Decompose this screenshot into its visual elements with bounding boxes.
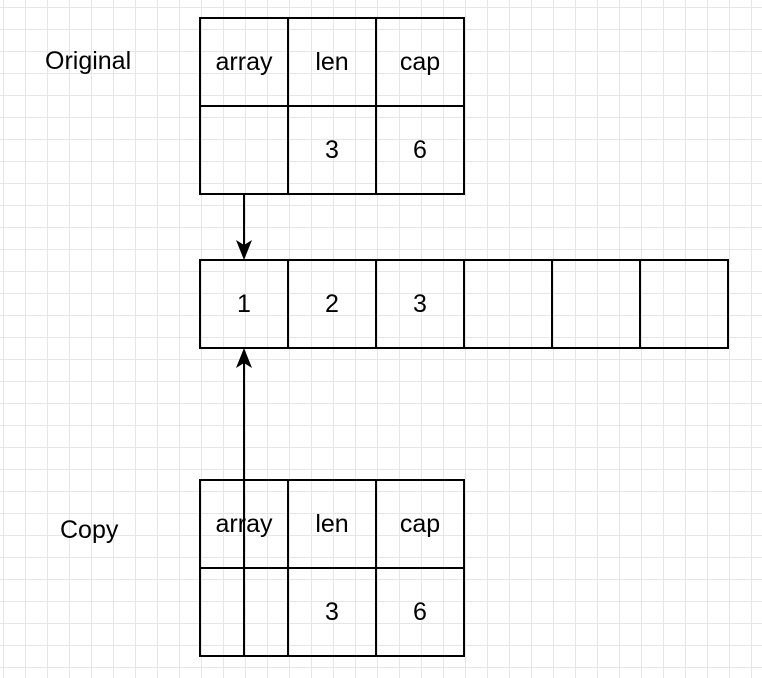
backing-array-element-4	[551, 259, 641, 349]
copy-cap-value-cell: 6	[375, 567, 465, 657]
original-array-pointer-cell	[199, 105, 289, 195]
original-len-value-cell: 3	[287, 105, 377, 195]
copy-cap-header-cell: cap	[375, 479, 465, 569]
copy-array-header-cell: array	[199, 479, 289, 569]
copy-len-header-cell: len	[287, 479, 377, 569]
backing-array-element-0: 1	[199, 259, 289, 349]
original-len-header-cell: len	[287, 17, 377, 107]
original-cap-value-cell: 6	[375, 105, 465, 195]
copy-label: Copy	[60, 516, 119, 544]
original-label: Original	[45, 47, 132, 75]
original-cap-header-cell: cap	[375, 17, 465, 107]
backing-array-element-1: 2	[287, 259, 377, 349]
original-pointer-arrow	[236, 194, 252, 260]
backing-array-element-2: 3	[375, 259, 465, 349]
backing-array-element-3	[463, 259, 553, 349]
backing-array-element-5	[639, 259, 729, 349]
copy-len-value-cell: 3	[287, 567, 377, 657]
copy-array-pointer-cell	[199, 567, 289, 657]
original-array-header-cell: array	[199, 17, 289, 107]
